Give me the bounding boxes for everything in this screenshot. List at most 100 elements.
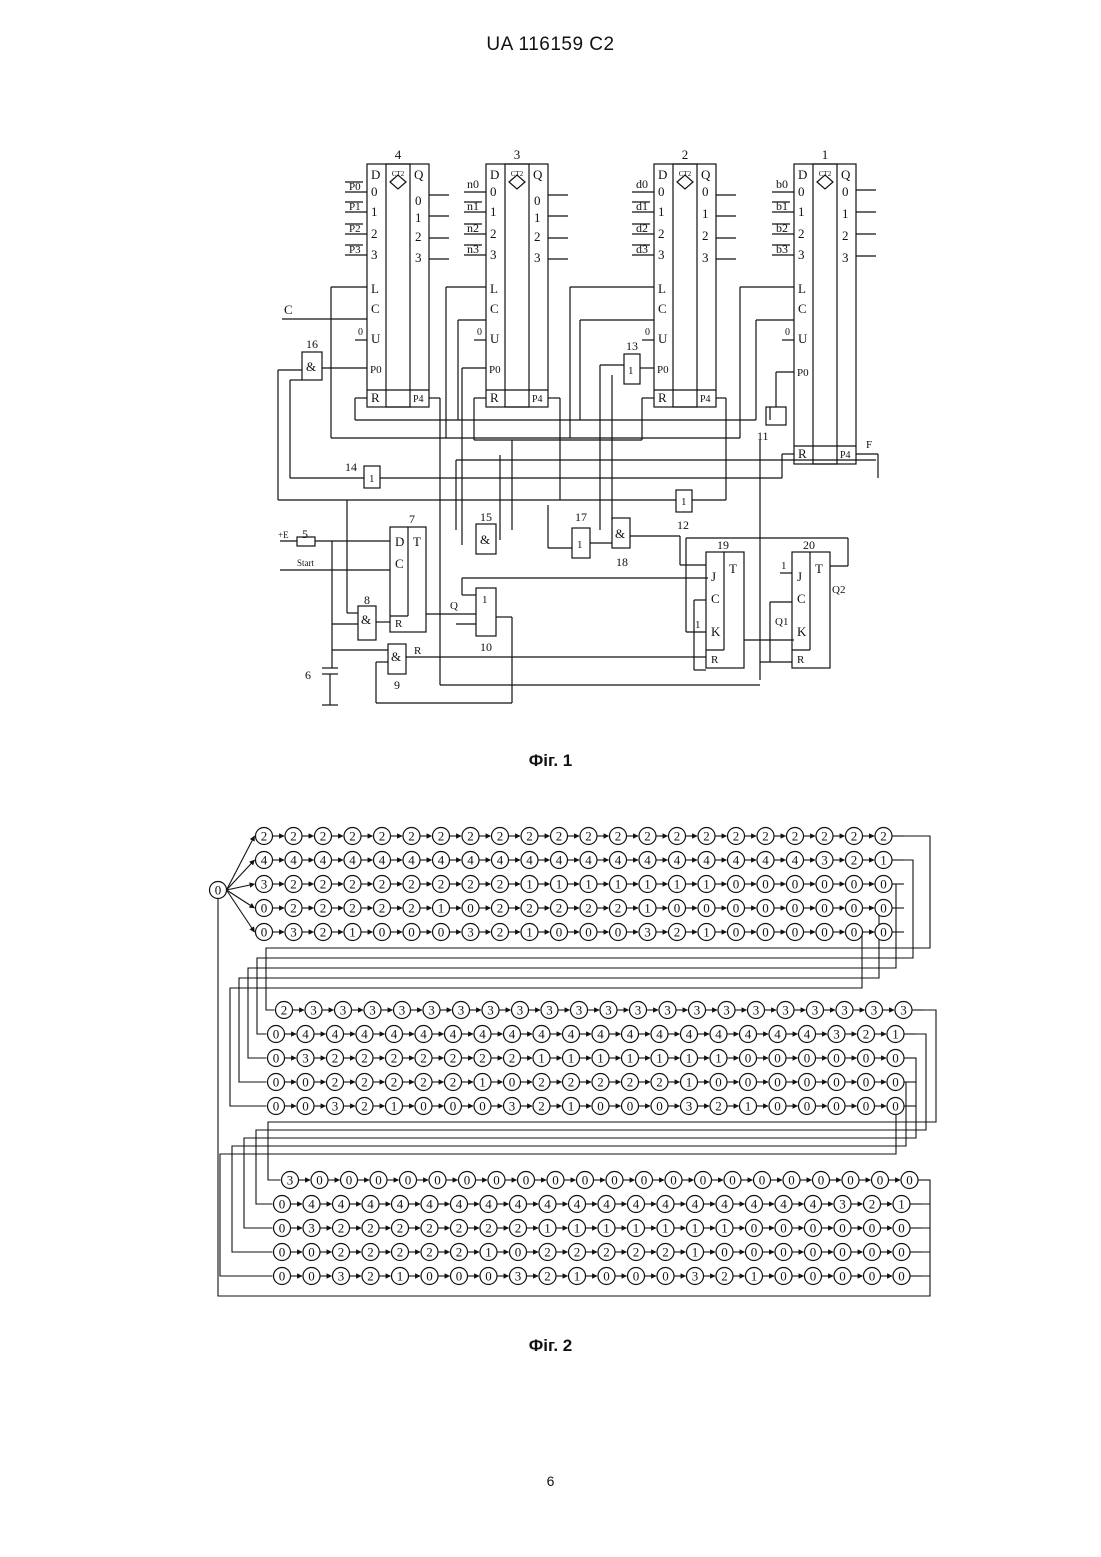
state-node: 0 — [893, 1220, 910, 1237]
svg-text:0: 0 — [863, 1051, 870, 1066]
svg-text:2: 2 — [869, 1197, 876, 1212]
state-node: 4 — [362, 1196, 379, 1213]
pin-u: U — [658, 331, 668, 346]
svg-text:2: 2 — [526, 901, 533, 916]
svg-text:2: 2 — [261, 829, 268, 844]
element-number: 18 — [616, 555, 628, 569]
svg-text:2: 2 — [281, 1003, 288, 1018]
state-node: 0 — [757, 900, 774, 917]
state-node: 2 — [421, 1244, 438, 1261]
state-node: 0 — [592, 1098, 609, 1115]
state-node: 2 — [504, 1050, 521, 1067]
state-node: 2 — [551, 828, 568, 845]
pin-u: U — [798, 331, 808, 346]
svg-text:0: 0 — [273, 1027, 280, 1042]
svg-text:0: 0 — [810, 1269, 817, 1284]
state-node: 1 — [592, 1050, 609, 1067]
input-label-n1: n1 — [467, 199, 479, 213]
state-node: 0 — [775, 1268, 792, 1285]
state-node: 2 — [415, 1074, 432, 1091]
svg-text:1: 1 — [597, 1051, 604, 1066]
svg-text:4: 4 — [780, 1197, 787, 1212]
state-node: 3 — [282, 1172, 299, 1189]
state-node: 2 — [315, 900, 332, 917]
state-node: 0 — [551, 924, 568, 941]
svg-text:0: 0 — [804, 1051, 811, 1066]
state-node: 4 — [669, 852, 686, 869]
svg-text:0: 0 — [839, 1221, 846, 1236]
svg-text:4: 4 — [597, 1027, 604, 1042]
svg-text:0: 0 — [420, 1099, 427, 1114]
svg-text:0: 0 — [515, 1245, 522, 1260]
state-node: 2 — [327, 1050, 344, 1067]
state-node: 2 — [315, 876, 332, 893]
svg-text:2: 2 — [408, 901, 415, 916]
svg-text:3: 3 — [261, 877, 268, 892]
state-node: 0 — [864, 1268, 881, 1285]
svg-text:0: 0 — [898, 1269, 905, 1284]
svg-text:2: 2 — [338, 1245, 345, 1260]
pin-d: D — [490, 167, 499, 182]
pin-u: U — [490, 331, 500, 346]
svg-text:0: 0 — [485, 1269, 492, 1284]
svg-text:0: 0 — [898, 1245, 905, 1260]
pin-p4: P4 — [700, 394, 711, 405]
state-node: 0 — [746, 1220, 763, 1237]
svg-text:3: 3 — [635, 1003, 642, 1018]
gate-and-symbol: & — [480, 532, 490, 547]
state-node: 3 — [630, 1002, 647, 1019]
state-node: 1 — [580, 876, 597, 893]
state-node: 2 — [256, 828, 273, 845]
svg-text:3: 3 — [576, 1003, 583, 1018]
state-node: 3 — [333, 1268, 350, 1285]
svg-text:1: 1 — [544, 1221, 551, 1236]
svg-text:2: 2 — [290, 829, 297, 844]
svg-text:4: 4 — [515, 1197, 522, 1212]
state-node: 2 — [592, 1074, 609, 1091]
state-node: 1 — [533, 1050, 550, 1067]
svg-text:0: 0 — [863, 1099, 870, 1114]
state-node: 3 — [305, 1002, 322, 1019]
svg-text:1: 1 — [526, 925, 533, 940]
pin-l: L — [658, 281, 666, 296]
svg-text:4: 4 — [762, 853, 769, 868]
svg-text:2: 2 — [715, 1099, 722, 1114]
state-node: 1 — [521, 924, 538, 941]
trigger-pin-r: R — [395, 618, 403, 630]
page-number: 6 — [0, 1473, 1101, 1489]
state-node: 0 — [846, 900, 863, 917]
state-node: 0 — [268, 1026, 285, 1043]
svg-text:0: 0 — [869, 1245, 876, 1260]
svg-text:2: 2 — [880, 829, 887, 844]
state-node: 2 — [492, 900, 509, 917]
pin-c: C — [371, 301, 380, 316]
svg-text:0: 0 — [833, 1099, 840, 1114]
svg-text:1: 1 — [692, 1245, 699, 1260]
state-node: 2 — [657, 1244, 674, 1261]
state-node: 1 — [563, 1098, 580, 1115]
state-node: 4 — [533, 1026, 550, 1043]
element-number: 14 — [345, 460, 357, 474]
svg-text:3: 3 — [458, 1003, 465, 1018]
trigger-pin-r: R — [797, 654, 805, 666]
svg-text:4: 4 — [674, 853, 681, 868]
svg-text:0: 0 — [438, 925, 445, 940]
pin-c: C — [490, 301, 499, 316]
svg-text:2: 2 — [338, 1221, 345, 1236]
svg-text:0: 0 — [762, 925, 769, 940]
svg-text:3: 3 — [428, 1003, 435, 1018]
svg-text:1: 1 — [898, 1197, 905, 1212]
state-node: 4 — [256, 852, 273, 869]
state-node: 3 — [816, 852, 833, 869]
state-node: 0 — [805, 1244, 822, 1261]
state-node: 0 — [474, 1098, 491, 1115]
state-node: 0 — [400, 1172, 417, 1189]
svg-text:2: 2 — [438, 829, 445, 844]
state-node: 2 — [276, 1002, 293, 1019]
counter-1-number: 1 — [822, 147, 829, 162]
pin-bit: 3 — [842, 250, 849, 265]
state-node: 0 — [421, 1268, 438, 1285]
svg-text:0: 0 — [788, 1173, 795, 1188]
state-node: 2 — [846, 852, 863, 869]
signal-q2-label: Q2 — [832, 584, 845, 596]
